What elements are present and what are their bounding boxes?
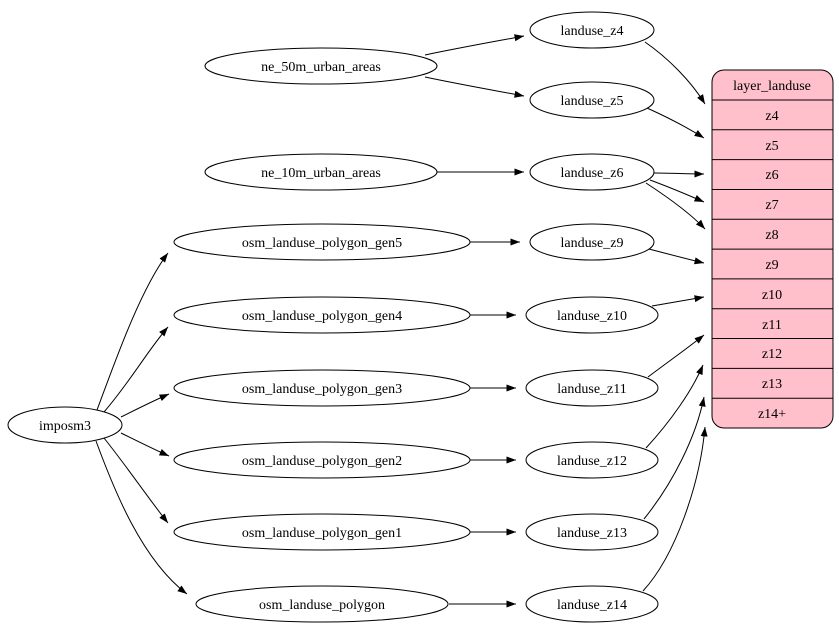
node-landuse_z9-label: landuse_z9 xyxy=(561,236,624,251)
node-osm_landuse_polygon_gen3: osm_landuse_polygon_gen3 xyxy=(173,369,471,407)
edge-ne_50m_urban_areas-to-landuse_z4 xyxy=(424,34,525,56)
node-landuse_z13: landuse_z13 xyxy=(525,513,659,551)
table-row-z11: z11 xyxy=(762,318,782,333)
node-landuse_z14-shape xyxy=(525,585,659,623)
node-ne_50m_urban_areas: ne_50m_urban_areas xyxy=(204,47,438,85)
node-osm_landuse_polygon-label: osm_landuse_polygon xyxy=(259,598,385,613)
node-osm_landuse_polygon_gen2: osm_landuse_polygon_gen2 xyxy=(173,441,471,479)
node-ne_10m_urban_areas-label: ne_10m_urban_areas xyxy=(261,166,381,181)
node-osm_landuse_polygon_gen4-label: osm_landuse_polygon_gen4 xyxy=(242,309,402,324)
node-landuse_z11: landuse_z11 xyxy=(525,369,659,407)
node-ne_10m_urban_areas: ne_10m_urban_areas xyxy=(204,153,438,191)
node-ne_50m_urban_areas-label: ne_50m_urban_areas xyxy=(261,60,381,75)
node-landuse_z10: landuse_z10 xyxy=(525,296,659,334)
node-landuse_z14: landuse_z14 xyxy=(525,585,659,623)
node-imposm3: imposm3 xyxy=(7,406,123,444)
node-osm_landuse_polygon_gen3-shape xyxy=(173,369,471,407)
table-title: layer_landuse xyxy=(733,79,811,94)
table-layer_landuse: layer_landuse z4 z5 z6 z7 z8 z9 z10 z11 … xyxy=(711,69,834,429)
table-row-z9: z9 xyxy=(765,258,778,273)
node-landuse_z10-label: landuse_z10 xyxy=(557,309,627,324)
node-landuse_z12: landuse_z12 xyxy=(525,441,659,479)
node-osm_landuse_polygon_gen5-label: osm_landuse_polygon_gen5 xyxy=(242,236,402,251)
edge-landuse_z13-to-row-z13 xyxy=(643,396,706,520)
edge-imposm3-to-osm_landuse_polygon_gen1 xyxy=(103,437,169,524)
edge-landuse_z4-to-row-z4 xyxy=(644,41,706,105)
node-landuse_z4-shape xyxy=(529,11,655,49)
node-landuse_z9: landuse_z9 xyxy=(529,223,655,261)
edge-landuse_z14-to-row-z14plus xyxy=(642,426,708,592)
node-landuse_z13-label: landuse_z13 xyxy=(557,526,627,541)
table-row-z6: z6 xyxy=(765,168,778,183)
edge-imposm3-to-osm_landuse_polygon xyxy=(95,440,188,595)
node-landuse_z12-shape xyxy=(525,441,659,479)
node-osm_landuse_polygon_gen1: osm_landuse_polygon_gen1 xyxy=(173,513,471,551)
node-landuse_z13-shape xyxy=(525,513,659,551)
edge-ne_50m_urban_areas-to-landuse_z5 xyxy=(424,76,525,98)
node-imposm3-shape xyxy=(7,406,123,444)
node-landuse_z14-label: landuse_z14 xyxy=(557,598,627,613)
edge-landuse_z12-to-row-z12 xyxy=(645,364,704,449)
node-landuse_z4-label: landuse_z4 xyxy=(561,24,624,39)
table-row-z12: z12 xyxy=(762,347,782,362)
node-landuse_z6: landuse_z6 xyxy=(529,153,655,191)
node-osm_landuse_polygon_gen4-shape xyxy=(173,296,471,334)
node-landuse_z10-shape xyxy=(525,296,659,334)
node-osm_landuse_polygon: osm_landuse_polygon xyxy=(195,585,449,623)
node-ne_10m_urban_areas-shape xyxy=(204,153,438,191)
edge-landuse_z6-to-row-z6 xyxy=(653,170,705,178)
node-landuse_z11-label: landuse_z11 xyxy=(557,382,626,397)
node-landuse_z11-shape xyxy=(525,369,659,407)
table-row-z4: z4 xyxy=(765,109,778,124)
node-imposm3-label: imposm3 xyxy=(39,419,91,434)
table-row-z10: z10 xyxy=(762,288,782,303)
node-osm_landuse_polygon_gen2-label: osm_landuse_polygon_gen2 xyxy=(242,454,402,469)
edge-landuse_z5-to-row-z5 xyxy=(646,107,705,139)
node-landuse_z12-label: landuse_z12 xyxy=(557,454,627,469)
node-osm_landuse_polygon-shape xyxy=(195,585,449,623)
table-row-z8: z8 xyxy=(765,228,778,243)
table-row-z13: z13 xyxy=(762,377,782,392)
node-osm_landuse_polygon_gen3-label: osm_landuse_polygon_gen3 xyxy=(242,382,402,397)
node-landuse_z6-shape xyxy=(529,153,655,191)
node-osm_landuse_polygon_gen4: osm_landuse_polygon_gen4 xyxy=(173,296,471,334)
edge-landuse_z10-to-row-z10 xyxy=(651,295,705,307)
edge-landuse_z11-to-row-z11 xyxy=(647,334,705,378)
edge-imposm3-to-osm_landuse_polygon_gen5 xyxy=(96,252,169,411)
node-osm_landuse_polygon_gen2-shape xyxy=(173,441,471,479)
edge-imposm3-to-osm_landuse_polygon_gen4 xyxy=(103,326,169,413)
table-row-z14plus: z14+ xyxy=(758,407,786,422)
node-landuse_z5: landuse_z5 xyxy=(529,81,655,119)
node-osm_landuse_polygon_gen1-label: osm_landuse_polygon_gen1 xyxy=(242,526,402,541)
node-landuse_z4: landuse_z4 xyxy=(529,11,655,49)
table-row-z7: z7 xyxy=(765,198,778,213)
node-landuse_z9-shape xyxy=(529,223,655,261)
edge-landuse_z6-to-row-z7 xyxy=(649,179,705,203)
node-ne_50m_urban_areas-shape xyxy=(204,47,438,85)
edge-landuse_z9-to-row-z9 xyxy=(648,248,705,265)
edge-landuse_z6-to-row-z8 xyxy=(645,182,706,230)
node-osm_landuse_polygon_gen5: osm_landuse_polygon_gen5 xyxy=(173,223,471,261)
node-landuse_z5-label: landuse_z5 xyxy=(561,94,624,109)
table-row-z5: z5 xyxy=(765,139,778,154)
node-landuse_z5-shape xyxy=(529,81,655,119)
node-landuse_z6-label: landuse_z6 xyxy=(561,166,624,181)
node-osm_landuse_polygon_gen5-shape xyxy=(173,223,471,261)
edge-imposm3-to-osm_landuse_polygon_gen2 xyxy=(120,432,170,457)
node-osm_landuse_polygon_gen1-shape xyxy=(173,513,471,551)
edge-imposm3-to-osm_landuse_polygon_gen3 xyxy=(120,393,170,418)
